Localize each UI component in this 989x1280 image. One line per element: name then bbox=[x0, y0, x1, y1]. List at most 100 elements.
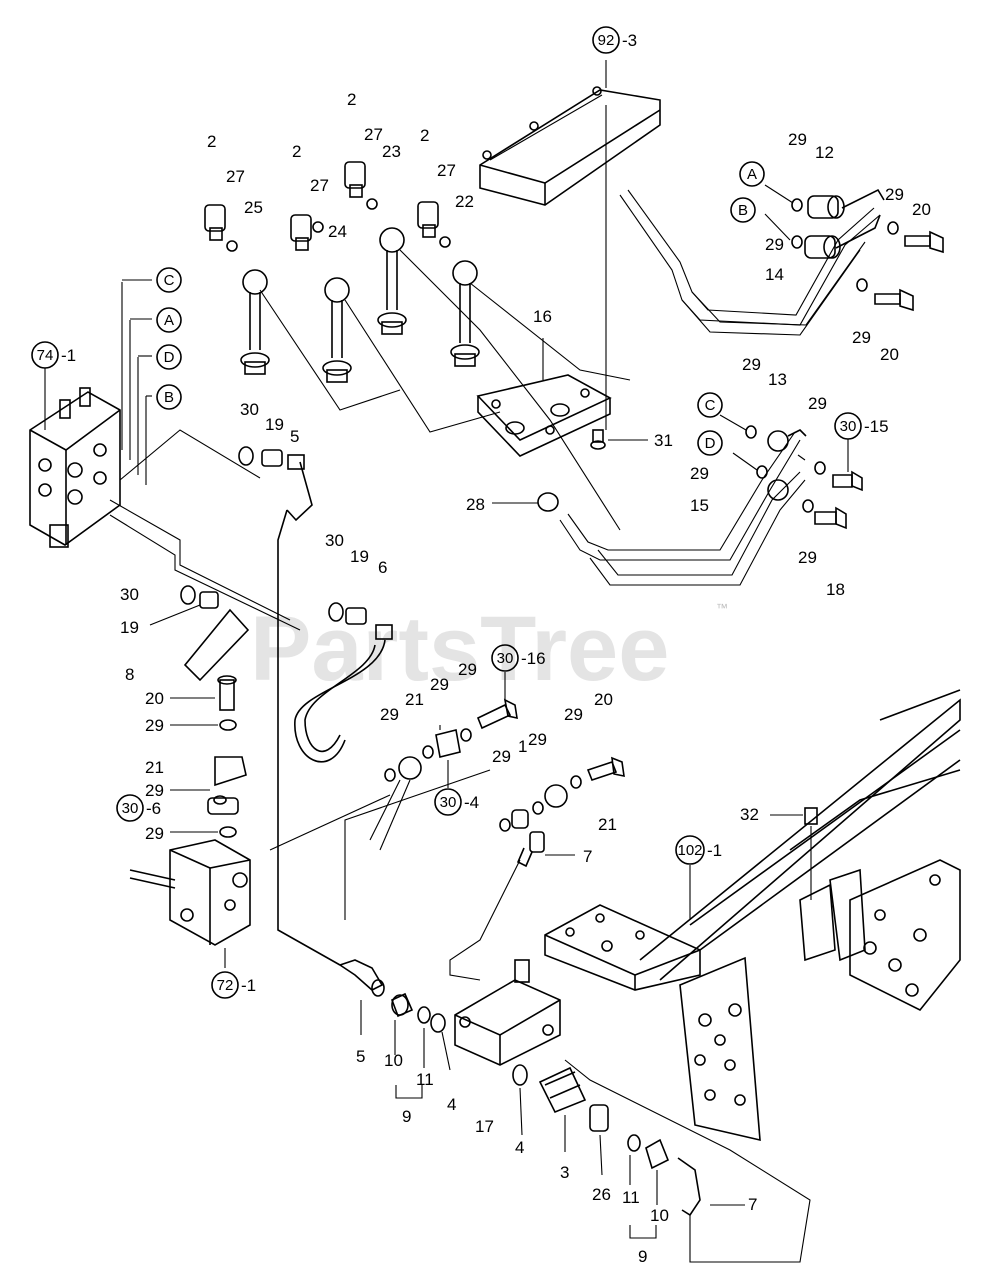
callout-30-16: 30 -16 bbox=[491, 644, 546, 672]
letter-callout-b-right: B bbox=[730, 197, 756, 223]
svg-text:7: 7 bbox=[583, 847, 592, 866]
svg-text:29: 29 bbox=[852, 328, 871, 347]
svg-text:27: 27 bbox=[226, 167, 245, 186]
callout-30-4: 30 -4 bbox=[434, 788, 479, 816]
svg-text:29: 29 bbox=[885, 185, 904, 204]
svg-text:D: D bbox=[705, 435, 716, 452]
svg-text:9: 9 bbox=[638, 1247, 647, 1266]
svg-text:20: 20 bbox=[912, 200, 931, 219]
svg-text:27: 27 bbox=[310, 176, 329, 195]
svg-text:12: 12 bbox=[815, 143, 834, 162]
svg-text:30: 30 bbox=[325, 531, 344, 550]
svg-text:1: 1 bbox=[518, 737, 527, 756]
svg-text:30: 30 bbox=[440, 794, 457, 811]
svg-text:29: 29 bbox=[690, 464, 709, 483]
hose-set-vertical bbox=[240, 227, 631, 531]
bolt-31 bbox=[590, 429, 648, 450]
svg-text:29: 29 bbox=[765, 235, 784, 254]
svg-text:-1: -1 bbox=[241, 976, 256, 995]
svg-text:21: 21 bbox=[598, 815, 617, 834]
svg-text:-1: -1 bbox=[61, 346, 76, 365]
svg-text:29: 29 bbox=[145, 781, 164, 800]
svg-text:B: B bbox=[738, 202, 748, 219]
svg-text:31: 31 bbox=[654, 431, 673, 450]
banjo-stack-lower bbox=[449, 756, 625, 981]
svg-text:20: 20 bbox=[880, 345, 899, 364]
svg-text:A: A bbox=[747, 166, 757, 183]
svg-text:10: 10 bbox=[384, 1051, 403, 1070]
control-valve-74 bbox=[29, 279, 301, 631]
svg-text:28: 28 bbox=[466, 495, 485, 514]
svg-text:11: 11 bbox=[416, 1070, 434, 1089]
svg-text:29: 29 bbox=[430, 675, 449, 694]
svg-text:-3: -3 bbox=[622, 31, 637, 50]
svg-text:29: 29 bbox=[492, 747, 511, 766]
svg-text:16: 16 bbox=[533, 307, 552, 326]
svg-text:24: 24 bbox=[328, 222, 347, 241]
svg-text:18: 18 bbox=[826, 580, 845, 599]
svg-text:30: 30 bbox=[497, 650, 514, 667]
svg-text:20: 20 bbox=[594, 690, 613, 709]
hose-end-5 bbox=[338, 959, 385, 1035]
banjo-stack-left bbox=[170, 675, 247, 838]
svg-text:102: 102 bbox=[677, 842, 702, 859]
svg-text:19: 19 bbox=[120, 618, 139, 637]
svg-text:29: 29 bbox=[788, 130, 807, 149]
svg-text:4: 4 bbox=[447, 1095, 456, 1114]
svg-text:5: 5 bbox=[356, 1047, 365, 1066]
letter-callout-d-right: D bbox=[697, 430, 723, 456]
letter-callout-a: A bbox=[156, 307, 182, 333]
svg-text:6: 6 bbox=[378, 558, 387, 577]
letter-callout-d: D bbox=[156, 344, 182, 370]
svg-text:29: 29 bbox=[564, 705, 583, 724]
pipe-set-lower bbox=[559, 414, 863, 586]
svg-text:22: 22 bbox=[455, 192, 474, 211]
letter-callout-a-right: A bbox=[739, 161, 765, 187]
svg-text:C: C bbox=[164, 272, 175, 289]
svg-text:-15: -15 bbox=[864, 417, 889, 436]
svg-text:10: 10 bbox=[650, 1206, 669, 1225]
svg-text:23: 23 bbox=[382, 142, 401, 161]
svg-text:-6: -6 bbox=[146, 799, 161, 818]
callout-30-6: 30 -6 bbox=[116, 794, 161, 822]
svg-text:7: 7 bbox=[748, 1195, 757, 1214]
svg-text:4: 4 bbox=[515, 1138, 524, 1157]
svg-text:15: 15 bbox=[690, 496, 709, 515]
svg-text:92: 92 bbox=[598, 32, 615, 49]
svg-text:19: 19 bbox=[350, 547, 369, 566]
svg-text:29: 29 bbox=[380, 705, 399, 724]
svg-text:C: C bbox=[705, 397, 716, 414]
callout-74: 74 -1 bbox=[31, 341, 76, 430]
bracket-92 bbox=[479, 60, 661, 430]
svg-text:D: D bbox=[164, 349, 175, 366]
svg-text:5: 5 bbox=[290, 427, 299, 446]
pipe-set-upper bbox=[619, 184, 944, 336]
frame-102 bbox=[544, 689, 961, 1142]
coupler-set-lower bbox=[390, 959, 811, 1263]
svg-text:-4: -4 bbox=[464, 793, 479, 812]
svg-text:74: 74 bbox=[37, 347, 54, 364]
svg-text:30: 30 bbox=[240, 400, 259, 419]
watermark-tm: ™ bbox=[716, 601, 728, 615]
svg-text:2: 2 bbox=[347, 90, 356, 109]
svg-text:29: 29 bbox=[528, 730, 547, 749]
fitting-group-middle bbox=[294, 602, 393, 763]
svg-text:27: 27 bbox=[364, 125, 383, 144]
svg-text:B: B bbox=[164, 389, 174, 406]
svg-text:14: 14 bbox=[765, 265, 784, 284]
svg-text:32: 32 bbox=[740, 805, 759, 824]
svg-text:25: 25 bbox=[244, 198, 263, 217]
fitting-group-upper bbox=[238, 446, 341, 966]
svg-text:9: 9 bbox=[402, 1107, 411, 1126]
svg-text:29: 29 bbox=[798, 548, 817, 567]
svg-text:-1: -1 bbox=[707, 841, 722, 860]
svg-text:8: 8 bbox=[125, 665, 134, 684]
callout-30-15: 30 -15 bbox=[834, 412, 889, 472]
svg-text:30: 30 bbox=[120, 585, 139, 604]
svg-text:2: 2 bbox=[207, 132, 216, 151]
svg-text:27: 27 bbox=[437, 161, 456, 180]
svg-text:-16: -16 bbox=[521, 649, 546, 668]
svg-text:11: 11 bbox=[622, 1188, 640, 1207]
callout-92: 92 -3 bbox=[592, 26, 637, 54]
svg-text:2: 2 bbox=[420, 126, 429, 145]
